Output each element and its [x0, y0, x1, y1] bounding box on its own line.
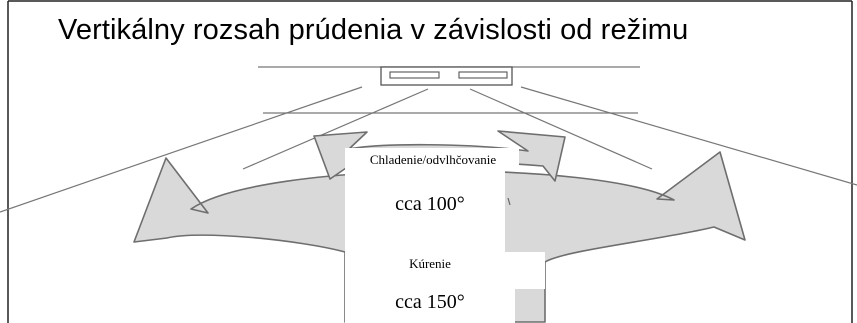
cooling-angle-label: cca 100°	[395, 193, 465, 215]
angle-label-area	[345, 170, 505, 252]
cooling-mode-label: Chladenie/odvlhčovanie	[369, 152, 497, 167]
heating-angle-area	[345, 289, 515, 323]
heating-mode-label: Kúrenie	[409, 256, 451, 271]
heating-angle-label: cca 150°	[395, 291, 465, 313]
cooling-label-area	[345, 148, 519, 170]
heating-label-area	[345, 252, 545, 289]
indoor-unit-icon	[380, 66, 513, 86]
cooling-boundary-right	[469, 88, 653, 170]
diagram-title: Vertikálny rozsah prúdenia v závislosti …	[58, 14, 693, 47]
cooling-boundary-left	[242, 88, 429, 170]
angle-tick-mark	[507, 197, 511, 206]
heating-boundary-right	[520, 86, 857, 186]
heating-boundary-left	[0, 86, 363, 213]
